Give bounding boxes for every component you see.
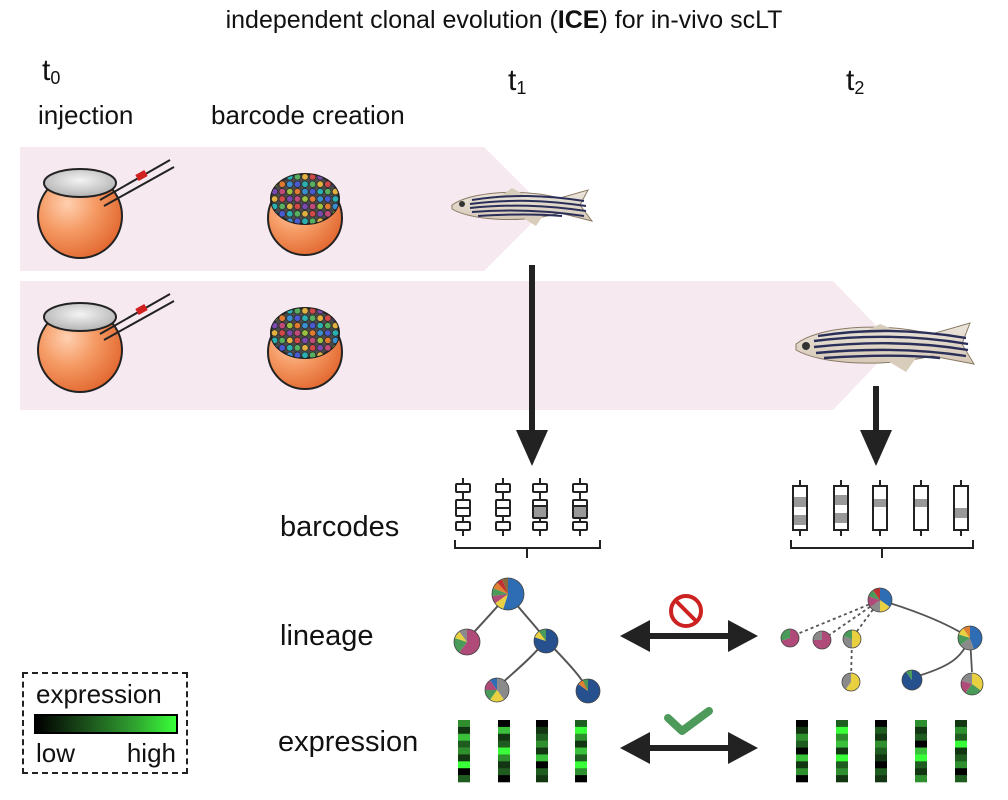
lineage-tree-t1: [453, 577, 601, 704]
injection-label: injection: [38, 100, 134, 130]
prohibited-icon: [669, 594, 703, 628]
barcode-bracket-t1: [454, 540, 601, 558]
timepoint-t1-label: t1: [508, 64, 527, 98]
checkmark-icon: [664, 707, 713, 735]
zebrafish-t2-icon: [795, 322, 976, 372]
expression-colorbar: [34, 714, 178, 734]
barcode-bracket-t2: [790, 540, 974, 558]
expression-row-label: expression: [278, 726, 419, 758]
timepoint-t0-label: t0: [42, 54, 61, 88]
expression-comparison-arrow: [620, 732, 758, 764]
down-arrow-t2: [860, 386, 892, 466]
expression-strips-t2: [796, 720, 967, 783]
legend-high-label: high: [126, 738, 176, 768]
legend-low-label: low: [36, 738, 76, 768]
t2-process-band: [20, 281, 895, 410]
lineage-row-label: lineage: [280, 620, 374, 652]
diagram-title: independent clonal evolution (ICE) for i…: [225, 6, 783, 34]
barcodes-row-label: barcodes: [280, 511, 400, 543]
lineage-tree-t2: [780, 587, 984, 696]
barcode-creation-label: barcode creation: [211, 100, 405, 130]
timepoint-t2-label: t2: [846, 64, 865, 98]
microinjection-needle-icon: [99, 159, 175, 207]
microinjection-needle-icon: [99, 293, 175, 341]
barcode-group-t1: [455, 478, 588, 536]
zebrafish-t1-icon: [451, 188, 594, 226]
barcoded-embryo-icon: [267, 173, 343, 256]
down-arrow-t1: [516, 265, 548, 466]
lineage-comparison-arrow: [620, 620, 758, 652]
expression-strips-t1: [458, 720, 587, 783]
injection-embryo-icon: [37, 159, 175, 259]
barcode-group-t2: [792, 480, 969, 536]
legend-title: expression: [36, 679, 162, 709]
barcoded-embryo-icon: [267, 307, 343, 390]
expression-legend: expression low high: [22, 672, 188, 774]
injection-embryo-icon: [37, 293, 175, 393]
